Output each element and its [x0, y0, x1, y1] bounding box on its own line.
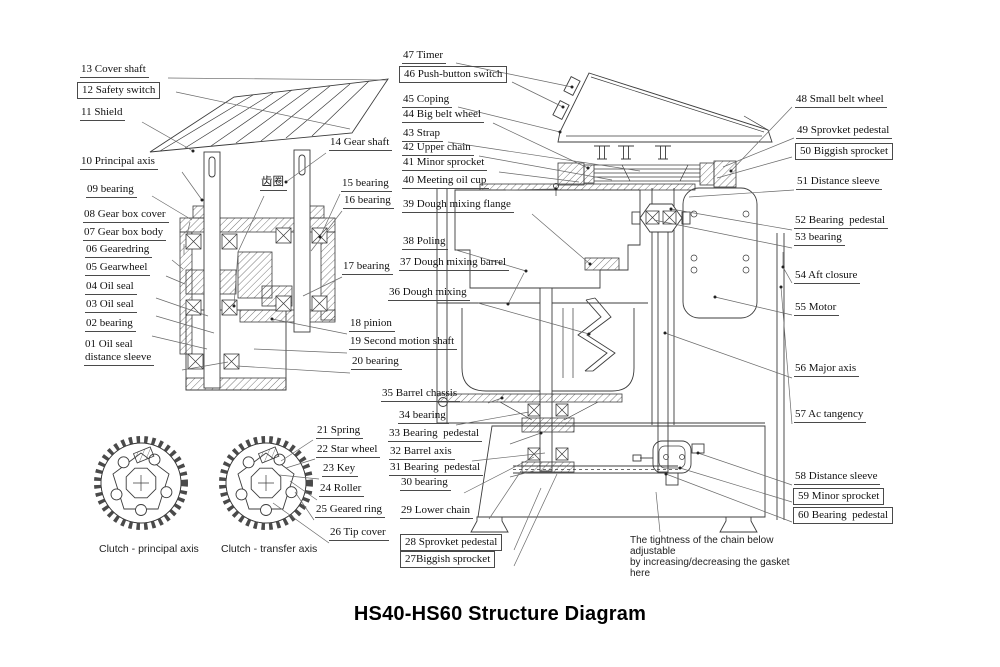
part-label-20: 20 bearing — [351, 355, 402, 370]
aft-closure-panel — [776, 233, 785, 520]
clutch-gear-principal — [94, 436, 188, 530]
part-label-56: 56 Major axis — [794, 362, 860, 377]
part-label-14: 14 Gear shaft — [329, 136, 393, 151]
clutch-gear-transfer — [219, 436, 313, 530]
part-label-03: 03 Oil seal — [85, 298, 137, 313]
shield-drawing — [149, 78, 389, 153]
lower-chain — [513, 465, 678, 474]
part-label-59: 59 Minor sprocket — [793, 488, 885, 505]
mixer-lid — [552, 72, 773, 143]
part-label-55: 55 Motor — [794, 301, 840, 316]
part-label-48: 48 Small belt wheel — [795, 93, 887, 108]
part-label-41: 41 Minor sprocket — [402, 156, 488, 171]
part-label-12: 12 Safety switch — [77, 82, 161, 99]
part-label-04: 04 Oil seal — [85, 280, 137, 295]
part-label-21: 21 Spring — [316, 424, 364, 439]
part-label-24: 24 Roller — [319, 482, 365, 497]
lid-bolts — [594, 145, 671, 160]
part-label-17: 17 bearing — [342, 260, 393, 275]
gear-ring-label: 齿圈 — [260, 176, 287, 191]
part-label-50: 50 Biggish sprocket — [795, 143, 893, 160]
leader-lines — [141, 62, 795, 567]
chain-adjust-note: The tightness of the chain below adjusta… — [630, 535, 810, 579]
part-label-26: 26 Tip cover — [329, 526, 389, 541]
part-label-58: 58 Distance sleeve — [794, 470, 881, 485]
gearbox-section-drawing — [179, 149, 336, 391]
part-label-16: 16 bearing — [343, 194, 394, 209]
bearing-pedestal-upper — [631, 203, 691, 233]
part-label-49: 49 Sprovket pedestal — [796, 124, 893, 139]
part-label-33: 33 Bearing pedestal — [388, 427, 483, 442]
part-label-45: 45 Coping — [402, 93, 453, 108]
part-label-38: 38 Poling — [402, 235, 449, 250]
part-label-18: 18 pinion — [349, 317, 395, 332]
part-label-07: 07 Gear box body — [83, 226, 167, 241]
part-label-22: 22 Star wheel — [316, 443, 381, 458]
part-label-15: 15 bearing — [341, 177, 392, 192]
part-label-01: 01 Oil seal distance sleeve — [84, 338, 155, 366]
part-label-10: 10 Principal axis — [80, 155, 158, 170]
caption-clutch-transfer-axis: Clutch - transfer axis — [221, 543, 318, 555]
belt-drive — [479, 160, 737, 191]
leader-dots — [191, 85, 785, 476]
part-label-60: 60 Bearing pedestal — [793, 507, 894, 524]
mixing-hook — [577, 297, 616, 372]
part-label-28: 28 Sprovket pedestal — [400, 534, 503, 551]
part-label-51: 51 Distance sleeve — [796, 175, 883, 190]
caption-clutch-principal-axis: Clutch - principal axis — [99, 543, 199, 555]
part-label-11: 11 Shield — [80, 106, 126, 121]
part-label-40: 40 Meeting oil cup — [402, 174, 490, 189]
part-label-52: 52 Bearing pedestal — [794, 214, 889, 229]
part-label-34: 34 bearing — [398, 409, 449, 424]
chain-tensioner — [632, 440, 705, 486]
chain-adjust-note-line1: The tightness of the chain below adjusta… — [630, 535, 774, 557]
diagram-title: HS40-HS60 Structure Diagram — [353, 603, 647, 625]
part-label-43: 43 Strap — [402, 127, 443, 142]
part-label-46: 46 Push-button switch — [399, 66, 508, 83]
part-label-09: 09 bearing — [86, 183, 137, 198]
chain-adjust-note-line2: by increasing/decreasing the gasket here — [630, 557, 790, 579]
part-label-37: 37 Dough mixing barrel — [399, 256, 510, 271]
barrel-axis-shaft — [539, 287, 553, 472]
base-stand — [437, 422, 766, 533]
part-label-25: 25 Geared ring — [315, 503, 385, 518]
part-label-32: 32 Barrel axis — [389, 445, 455, 460]
part-label-23: 23 Key — [322, 462, 359, 477]
part-label-39: 39 Dough mixing flange — [402, 198, 514, 213]
part-label-57: 57 Ac tangency — [794, 408, 867, 423]
motor-drawing — [682, 187, 758, 319]
part-label-42: 42 Upper chain — [402, 141, 474, 156]
part-label-02: 02 bearing — [85, 317, 136, 332]
part-label-36: 36 Dough mixing — [388, 286, 470, 301]
mixer-machine-drawing — [436, 72, 785, 533]
part-label-13: 13 Cover shaft — [80, 63, 149, 78]
part-label-54: 54 Aft closure — [794, 269, 861, 284]
part-label-29: 29 Lower chain — [400, 504, 474, 519]
part-label-31: 31 Bearing pedestal — [389, 461, 484, 476]
part-label-53: 53 bearing — [794, 231, 845, 246]
part-label-47: 47 Timer — [402, 49, 447, 64]
part-label-35: 35 Barrel chassis — [381, 387, 461, 402]
part-label-08: 08 Gear box cover — [83, 208, 169, 223]
part-label-27: 27Biggish sprocket — [400, 551, 496, 568]
part-label-30: 30 bearing — [400, 476, 451, 491]
part-label-19: 19 Second motion shaft — [349, 335, 458, 350]
part-label-05: 05 Gearwheel — [85, 261, 151, 276]
part-label-06: 06 Gearedring — [85, 243, 153, 258]
part-label-44: 44 Big belt wheel — [402, 108, 484, 123]
